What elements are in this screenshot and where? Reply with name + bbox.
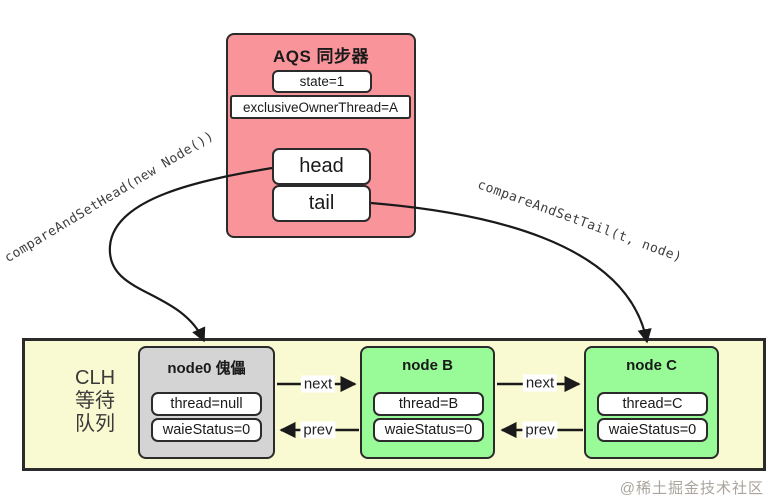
node-c-title: node C <box>626 357 677 374</box>
owner-thread-field: exclusiveOwnerThread=A <box>230 95 411 119</box>
clh-queue-label-line1: CLH <box>75 367 116 389</box>
node0-status-field: waieStatus=0 <box>151 418 262 442</box>
node-b-box: node B thread=B waieStatus=0 <box>360 346 495 459</box>
set-head-arrow-label: compareAndSetHead(new Node()) <box>2 128 217 266</box>
state-field: state=1 <box>272 70 372 93</box>
clh-queue-label-line2: 等待 <box>75 390 115 412</box>
next-edge-label-1: next <box>300 375 336 393</box>
aqs-box: AQS 同步器 state=1 exclusiveOwnerThread=A h… <box>226 33 416 238</box>
prev-edge-label-1: prev <box>300 421 336 439</box>
watermark: @稀土掘金技术社区 <box>619 480 764 497</box>
node-c-thread-field: thread=C <box>597 392 708 416</box>
set-tail-arrow-label: compareAndSetTail(t, node) <box>475 177 685 266</box>
tail-pointer-field: tail <box>272 184 371 222</box>
node-b-thread-field: thread=B <box>373 392 484 416</box>
clh-queue-label-line3: 队列 <box>75 413 115 435</box>
clh-queue-label: CLH 等待 队列 <box>75 367 115 436</box>
node-c-status-field: waieStatus=0 <box>597 418 708 442</box>
node0-title: node0 傀儡 <box>167 360 246 377</box>
node0-box: node0 傀儡 thread=null waieStatus=0 <box>138 346 275 459</box>
aqs-title: AQS 同步器 <box>272 47 370 66</box>
node-b-title: node B <box>402 357 453 374</box>
prev-edge-label-2: prev <box>522 421 558 439</box>
node0-thread-field: thread=null <box>151 392 262 416</box>
next-edge-label-2: next <box>522 374 558 392</box>
node-c-box: node C thread=C waieStatus=0 <box>584 346 719 459</box>
node-b-status-field: waieStatus=0 <box>373 418 484 442</box>
head-pointer-field: head <box>272 148 371 185</box>
